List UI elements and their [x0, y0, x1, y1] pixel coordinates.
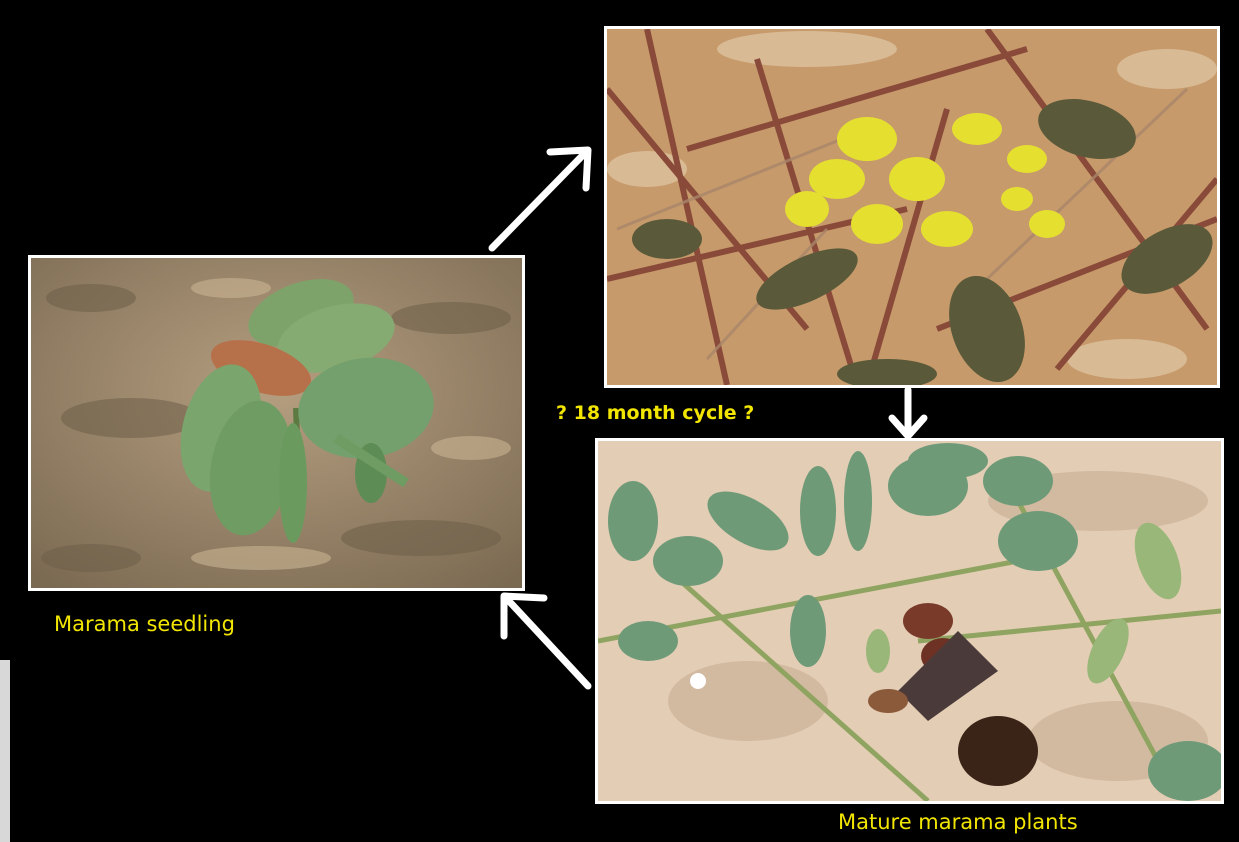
mature-caption: Mature marama plants — [838, 810, 1078, 834]
mature-plants-photo — [595, 438, 1224, 804]
arrow-up-right-icon — [484, 140, 600, 256]
arrow-down-icon — [888, 388, 928, 440]
left-edge-strip — [0, 660, 10, 842]
flowering-plant-photo — [604, 26, 1220, 388]
cycle-caption: ? 18 month cycle ? — [556, 402, 754, 424]
arrow-up-left-icon — [494, 588, 594, 692]
seedling-caption: Marama seedling — [54, 612, 235, 636]
seedling-photo — [28, 255, 525, 591]
